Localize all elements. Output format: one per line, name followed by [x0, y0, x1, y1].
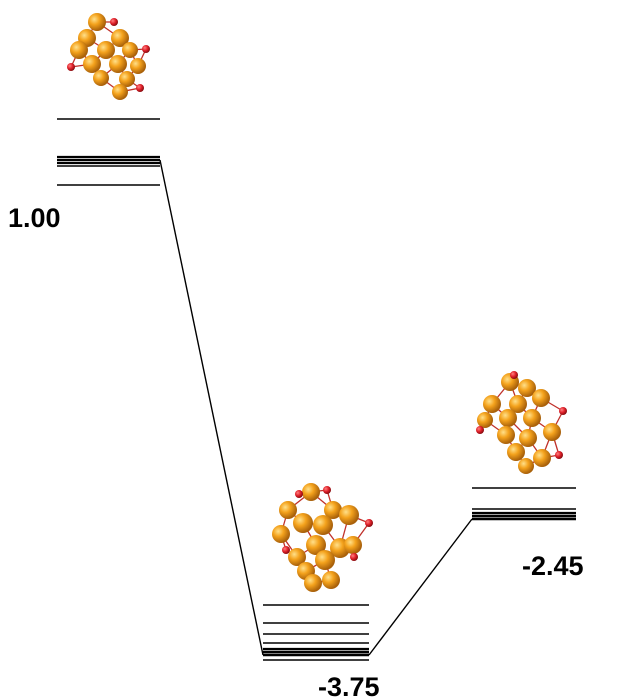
gold-atom — [93, 70, 109, 86]
gold-atom — [83, 55, 101, 73]
gold-atom — [288, 548, 306, 566]
gold-atom — [523, 409, 541, 427]
gold-atom — [499, 409, 517, 427]
gold-atom — [111, 29, 129, 47]
gold-atom — [518, 379, 536, 397]
oxygen-atom — [282, 546, 290, 554]
oxygen-atom — [110, 18, 118, 26]
gold-atom — [112, 84, 128, 100]
gold-atom — [477, 412, 493, 428]
gold-atom — [97, 41, 115, 59]
gold-atom — [322, 571, 340, 589]
gold-atom — [543, 423, 561, 441]
oxygen-atom — [323, 486, 331, 494]
transition-connectors — [159, 159, 473, 656]
gold-atom — [519, 429, 537, 447]
gold-atom — [272, 525, 290, 543]
connector-left-to-middle — [159, 159, 264, 656]
oxygen-atom — [365, 519, 373, 527]
gold-atom — [532, 389, 550, 407]
state-right-levels — [472, 487, 576, 521]
gold-atom — [507, 443, 525, 461]
gold-atom — [88, 13, 106, 31]
gold-atom — [293, 513, 313, 533]
gold-atom — [279, 501, 297, 519]
gold-atom — [533, 449, 551, 467]
gold-atom — [518, 458, 534, 474]
gold-atom — [315, 550, 335, 570]
oxygen-atom — [555, 451, 563, 459]
gold-atom — [313, 515, 333, 535]
oxygen-atom — [142, 45, 150, 53]
energy-label-middle: -3.75 — [318, 672, 380, 699]
gold-atom — [483, 395, 501, 413]
oxygen-atom — [350, 553, 358, 561]
oxygen-atom — [476, 426, 484, 434]
cluster-image-right — [476, 371, 567, 474]
gold-atom — [344, 536, 362, 554]
state-middle-levels — [263, 604, 369, 661]
cluster-image-left — [67, 13, 150, 100]
gold-atom — [306, 535, 326, 555]
gold-atom — [122, 42, 138, 58]
gold-atom — [497, 426, 515, 444]
gold-atom — [109, 55, 127, 73]
gold-atom — [70, 41, 88, 59]
oxygen-atom — [559, 407, 567, 415]
oxygen-atom — [136, 84, 144, 92]
energy-label-right: -2.45 — [522, 551, 584, 581]
gold-atom — [324, 501, 342, 519]
connector-middle-to-right — [368, 518, 473, 656]
energy-label-left: 1.00 — [8, 203, 61, 233]
gold-atom — [509, 395, 527, 413]
oxygen-atom — [295, 490, 303, 498]
gold-atom — [130, 58, 146, 74]
oxygen-atom — [510, 371, 518, 379]
gold-atom — [339, 505, 359, 525]
oxygen-atom — [67, 63, 75, 71]
gold-atom — [304, 574, 322, 592]
gold-atom — [119, 71, 135, 87]
gold-atom — [302, 483, 320, 501]
cluster-image-middle — [272, 483, 373, 592]
state-left-levels — [57, 118, 160, 186]
